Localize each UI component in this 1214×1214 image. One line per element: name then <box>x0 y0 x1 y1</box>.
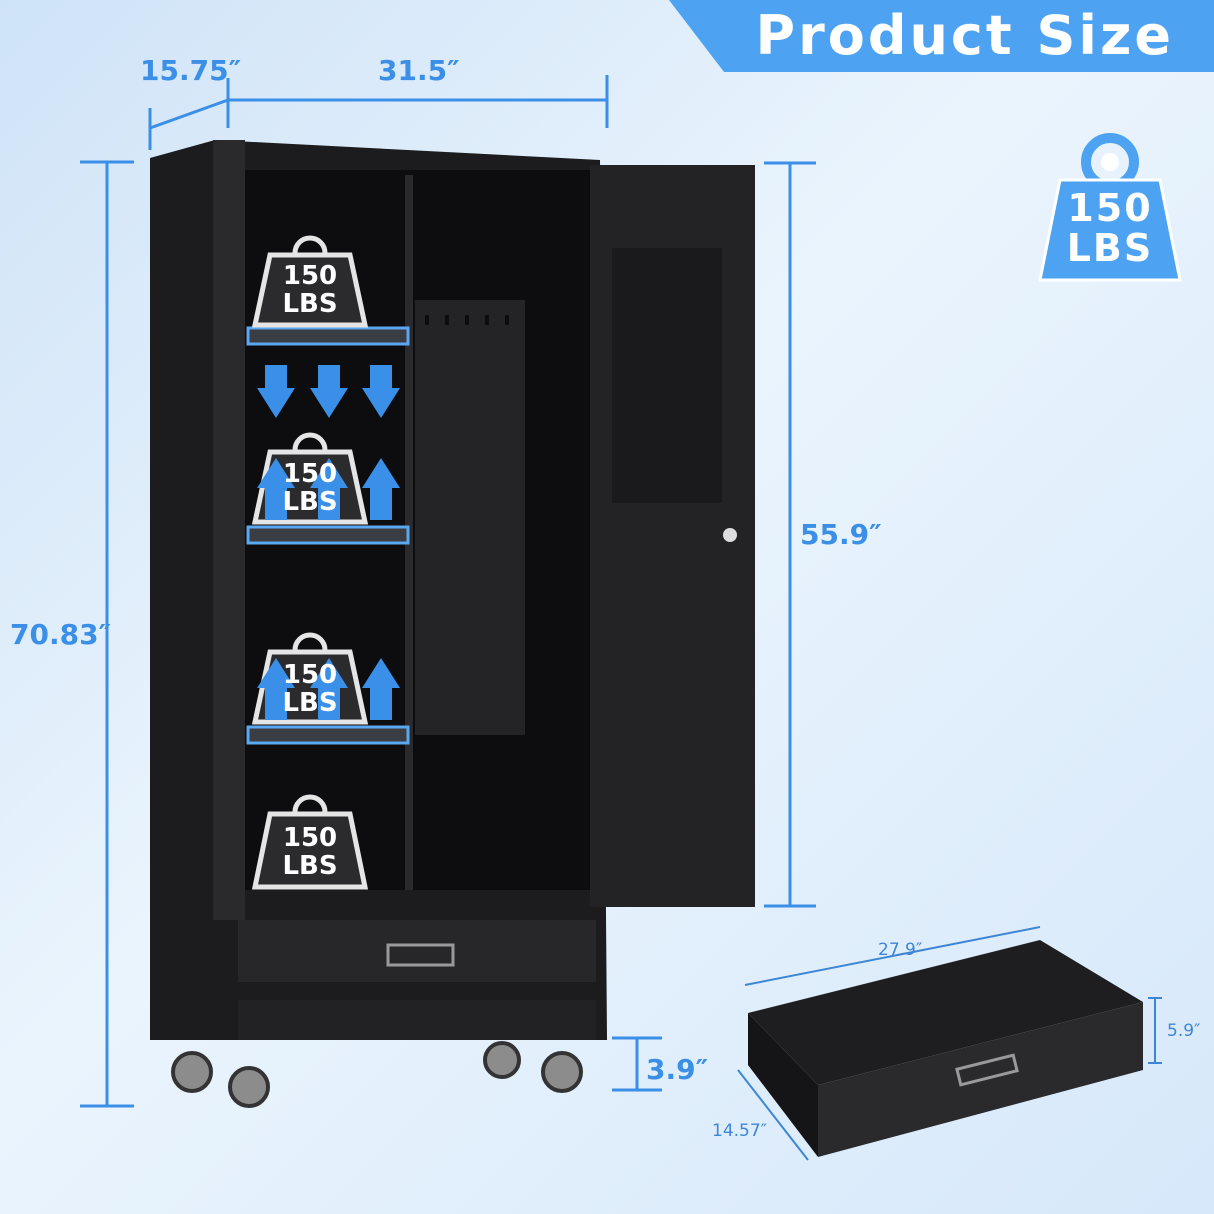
drawer-open-handle <box>955 1053 1019 1087</box>
drawer-height-label: 5.9″ <box>1167 1021 1201 1041</box>
capacity-value: 150 <box>1067 186 1153 230</box>
shelves <box>246 326 410 745</box>
left-door <box>213 140 245 920</box>
caster-height-label: 3.9″ <box>646 1053 709 1086</box>
height-label: 70.83″ <box>10 618 112 651</box>
casters <box>171 1041 583 1108</box>
depth-label: 15.75″ <box>140 54 242 87</box>
load-arrows <box>257 365 400 720</box>
drawer-length-label: 27.9″ <box>878 940 923 960</box>
pegboard <box>415 300 525 735</box>
door-height-label: 55.9″ <box>800 518 882 551</box>
width-label: 31.5″ <box>378 54 460 87</box>
drawer-handle <box>386 943 455 967</box>
lock-icon <box>723 528 737 542</box>
weight-badge-icon <box>1038 133 1182 282</box>
door-pegboard <box>612 248 722 503</box>
capacity-unit: LBS <box>1066 226 1154 270</box>
dimension-lines <box>80 75 816 1108</box>
banner-title: Product Size <box>755 4 1174 67</box>
title-banner <box>669 0 1214 72</box>
capacity-badge: 150 LBS <box>1040 188 1180 268</box>
drawer-depth-label: 14.57″ <box>712 1121 768 1141</box>
drawer-open <box>748 940 1143 1085</box>
drawer-front <box>238 920 596 982</box>
